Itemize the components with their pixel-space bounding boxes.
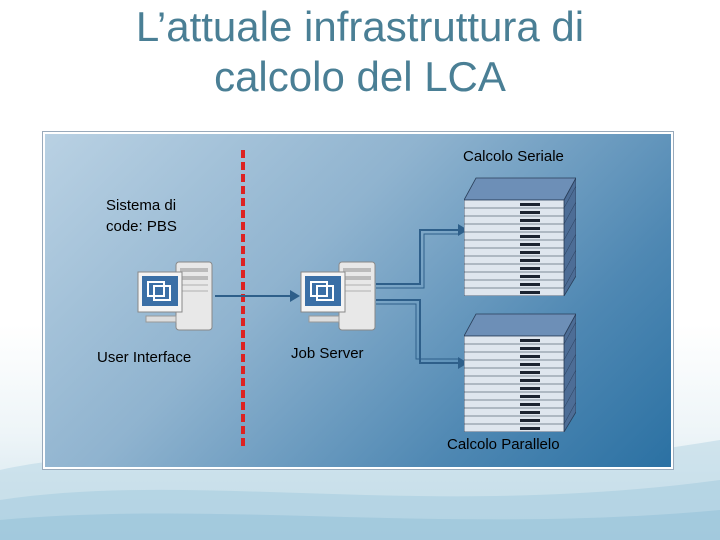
page-title: L’attuale infrastruttura di calcolo del … (0, 2, 720, 102)
serial-compute-rack-icon (464, 177, 576, 296)
job-server-icon (300, 261, 376, 331)
divider-dashed-line (241, 150, 245, 446)
label-queue-system: Sistema di code: PBS (106, 195, 177, 237)
label-calcolo-seriale: Calcolo Seriale (463, 148, 564, 165)
parallel-compute-rack-icon (464, 313, 576, 432)
user-interface-server-icon (137, 261, 213, 331)
label-user-interface: User Interface (97, 349, 192, 366)
label-queue-line-1: Sistema di (106, 197, 177, 214)
label-job-server: Job Server (291, 345, 364, 362)
title-line-2: calcolo del LCA (214, 53, 506, 100)
label-queue-line-2: code: PBS (106, 218, 177, 235)
label-calcolo-parallelo: Calcolo Parallelo (447, 436, 560, 453)
title-line-1: L’attuale infrastruttura di (135, 3, 585, 50)
